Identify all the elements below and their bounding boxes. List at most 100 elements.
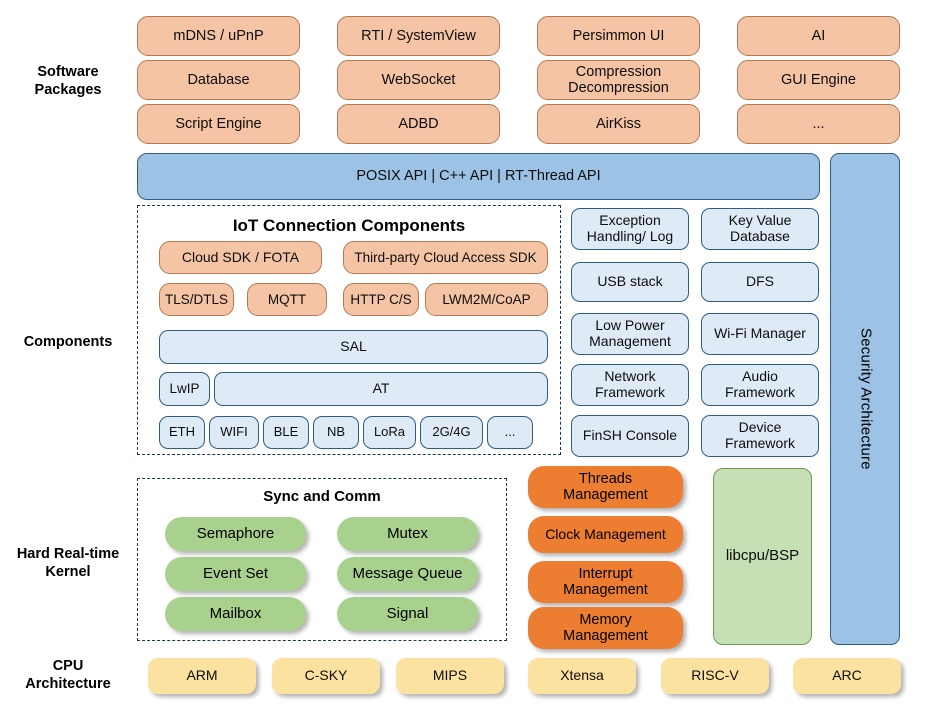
kernel-semaphore[interactable]: Semaphore <box>165 517 306 551</box>
package-mdns-upnp[interactable]: mDNS / uPnP <box>137 16 300 56</box>
package-rti-systemview[interactable]: RTI / SystemView <box>337 16 500 56</box>
security-architecture-label-wrap: Security Architecture <box>831 154 899 644</box>
package-label: ... <box>812 115 825 132</box>
iot-tls-dtls[interactable]: TLS/DTLS <box>159 283 234 316</box>
iot-link-lora[interactable]: LoRa <box>363 416 416 449</box>
row-label-kernel-line2: Kernel <box>45 564 91 580</box>
iot-mqtt[interactable]: MQTT <box>247 283 327 316</box>
package-ai[interactable]: AI <box>737 16 900 56</box>
component-audio-framework[interactable]: Audio Framework <box>701 364 819 406</box>
row-label-cpu: CPU Architecture <box>6 653 130 697</box>
row-label-software-packages: Software Packages <box>6 58 130 104</box>
package-websocket[interactable]: WebSocket <box>337 60 500 100</box>
kernel-message-queue[interactable]: Message Queue <box>337 557 478 591</box>
iot-lwm2m-coap[interactable]: LWM2M/CoAP <box>425 283 548 316</box>
package-label: AirKiss <box>595 115 642 132</box>
iot-link-wifi[interactable]: WIFI <box>209 416 259 449</box>
package-label: WebSocket <box>381 71 456 88</box>
row-label-components: Components <box>6 330 130 354</box>
cpu-label: C-SKY <box>304 667 348 684</box>
iot-box-label: 2G/4G <box>432 424 471 440</box>
security-architecture-panel[interactable]: Security Architecture <box>830 153 900 645</box>
component-label: USB stack <box>597 273 663 290</box>
kernel-memory-management[interactable]: Memory Management <box>528 607 683 649</box>
cpu-arc[interactable]: ARC <box>793 658 901 694</box>
row-label-cpu-line2: Architecture <box>25 676 111 692</box>
component-label-line2: Database <box>730 228 790 244</box>
row-label-software-packages-line1: Software <box>37 63 99 80</box>
iot-link-eth[interactable]: ETH <box>159 416 205 449</box>
component-label-line2: Framework <box>594 384 665 400</box>
kernel-label-line2: Management <box>563 487 648 503</box>
component-label: DFS <box>746 273 774 290</box>
package-label: RTI / SystemView <box>361 27 476 44</box>
component-low-power-management[interactable]: Low Power Management <box>571 313 689 355</box>
cpu-mips[interactable]: MIPS <box>396 658 504 694</box>
iot-link-ble[interactable]: BLE <box>263 416 309 449</box>
package-compression-decompression[interactable]: Compression Decompression <box>537 60 700 100</box>
iot-box-label: WIFI <box>220 424 248 440</box>
component-device-framework[interactable]: Device Framework <box>701 415 819 457</box>
cpu-arm[interactable]: ARM <box>148 658 256 694</box>
cpu-c-sky[interactable]: C-SKY <box>272 658 380 694</box>
component-exception-handling-log[interactable]: Exception Handling/ Log <box>571 208 689 250</box>
kernel-interrupt-management[interactable]: Interrupt Management <box>528 561 683 603</box>
component-network-framework[interactable]: Network Framework <box>571 364 689 406</box>
cpu-xtensa[interactable]: Xtensa <box>528 658 636 694</box>
iot-third-party-cloud-access-sdk[interactable]: Third-party Cloud Access SDK <box>343 241 548 274</box>
package-label: Persimmon UI <box>572 27 665 44</box>
iot-http-cs[interactable]: HTTP C/S <box>343 283 419 316</box>
kernel-label: Clock Management <box>545 525 666 542</box>
package-label: mDNS / uPnP <box>173 27 264 44</box>
component-label-line1: Low Power <box>595 317 665 334</box>
kernel-mailbox[interactable]: Mailbox <box>165 597 306 631</box>
iot-box-label: AT <box>372 380 390 397</box>
package-more[interactable]: ... <box>737 104 900 144</box>
package-script-engine[interactable]: Script Engine <box>137 104 300 144</box>
kernel-event-set[interactable]: Event Set <box>165 557 306 591</box>
iot-at[interactable]: AT <box>214 372 548 406</box>
libcpu-bsp-label: libcpu/BSP <box>725 547 800 565</box>
iot-lwip[interactable]: LwIP <box>159 372 210 406</box>
kernel-label-line1: Interrupt <box>578 565 633 582</box>
package-label: Script Engine <box>175 115 262 132</box>
kernel-label: Message Queue <box>352 564 463 582</box>
component-usb-stack[interactable]: USB stack <box>571 262 689 302</box>
component-label: FinSH Console <box>582 427 678 444</box>
row-label-software-packages-line2: Packages <box>34 82 102 98</box>
iot-box-label: ETH <box>169 424 195 440</box>
kernel-label: Signal <box>386 604 429 622</box>
package-label: Database <box>187 71 250 88</box>
package-label: GUI Engine <box>781 71 856 88</box>
package-adbd[interactable]: ADBD <box>337 104 500 144</box>
iot-link-nb[interactable]: NB <box>313 416 359 449</box>
kernel-signal[interactable]: Signal <box>337 597 478 631</box>
iot-box-label: ... <box>504 424 516 440</box>
kernel-mutex[interactable]: Mutex <box>337 517 478 551</box>
libcpu-bsp-block[interactable]: libcpu/BSP <box>713 468 812 645</box>
package-gui-engine[interactable]: GUI Engine <box>737 60 900 100</box>
iot-box-label: Cloud SDK / FOTA <box>181 248 300 265</box>
component-key-value-database[interactable]: Key Value Database <box>701 208 819 250</box>
iot-group-title: IoT Connection Components <box>232 216 466 235</box>
component-dfs[interactable]: DFS <box>701 262 819 302</box>
iot-cloud-sdk-fota[interactable]: Cloud SDK / FOTA <box>159 241 322 274</box>
iot-link-2g4g[interactable]: 2G/4G <box>420 416 483 449</box>
iot-sal[interactable]: SAL <box>159 330 548 364</box>
api-layer-bar[interactable]: POSIX API | C++ API | RT-Thread API <box>137 153 820 200</box>
kernel-threads-management[interactable]: Threads Management <box>528 466 683 508</box>
package-persimmon-ui[interactable]: Persimmon UI <box>537 16 700 56</box>
component-finsh-console[interactable]: FinSH Console <box>571 415 689 457</box>
cpu-risc-v[interactable]: RISC-V <box>661 658 769 694</box>
component-label-line1: Network <box>604 368 656 385</box>
kernel-clock-management[interactable]: Clock Management <box>528 516 683 553</box>
kernel-label: Event Set <box>202 564 269 582</box>
package-airkiss[interactable]: AirKiss <box>537 104 700 144</box>
iot-link-more[interactable]: ... <box>487 416 533 449</box>
component-wifi-manager[interactable]: Wi-Fi Manager <box>701 313 819 355</box>
iot-box-label: LoRa <box>373 424 406 440</box>
package-database[interactable]: Database <box>137 60 300 100</box>
row-label-kernel-line1: Hard Real-time <box>16 545 120 562</box>
component-label-line1: Device <box>738 419 782 436</box>
row-label-kernel: Hard Real-time Kernel <box>4 541 132 585</box>
